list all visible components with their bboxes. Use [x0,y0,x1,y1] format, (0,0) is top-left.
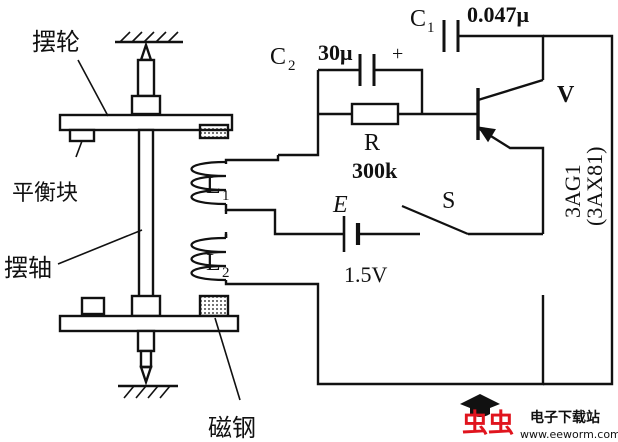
l1-coil [190,160,227,206]
lower-balance-wheel [58,314,240,333]
label-c1-value: 0.047μ [467,2,530,27]
lower-hub [130,294,162,318]
leader-lines [57,59,241,401]
label-c2: C [270,44,286,70]
left-vertical-wire [278,70,320,157]
label-l1: L [206,173,221,199]
label-balance-block: 平衡块 [12,181,78,206]
switch-blade [401,204,469,236]
circuit [190,20,614,386]
outer-right-wire [543,34,614,386]
shaft [137,128,155,318]
balance-mechanism [57,31,241,401]
label-r-value: 300k [352,158,398,183]
c2-right-wire [374,68,424,114]
watermark-url: www.eeworm.com [520,428,618,441]
lower-collar [136,329,156,353]
upper-hub [130,94,162,116]
transistor-emitter [477,126,545,234]
label-balance-wheel: 摆轮 [32,28,80,56]
label-e-value: 1.5V [344,262,388,287]
watermark-logo: 虫虫 [462,409,514,439]
balance-block [68,128,96,143]
top-pivot [139,41,153,62]
transistor-collector [477,78,544,102]
label-s: S [442,188,455,214]
lower-magnet [198,294,230,318]
label-e: E [332,192,348,218]
lower-neck [139,349,153,369]
label-transistor-model: 3AG1 [560,164,585,218]
c1-right-wire [458,34,545,80]
label-c1: C [410,6,426,32]
upper-collar [136,58,156,98]
bottom-pivot [139,365,153,386]
upper-magnet [198,123,230,140]
watermark-name: 电子下载站 [530,409,600,426]
label-c2-plus: + [392,43,403,65]
label-c1-sub: 1 [427,20,435,36]
label-c2-value: 30μ [318,40,353,65]
label-r: R [364,130,380,156]
l1-l2-junction-wire [224,204,285,236]
label-v: V [557,82,575,108]
bottom-mount-hatch [123,385,171,399]
label-l2: L [206,250,221,276]
resistor-r [350,102,400,126]
label-l1-sub: 1 [222,188,230,204]
label-l2-sub: 2 [222,265,230,281]
label-magnet: 磁钢 [208,414,256,442]
label-c2-sub: 2 [288,58,296,74]
top-mount-hatch [119,31,179,43]
l1-top-wire [224,155,280,164]
label-shaft: 摆轴 [4,254,52,282]
emitter-arrow [477,126,496,143]
lower-block [80,296,106,316]
label-transistor-alt: (3AX81) [582,147,607,226]
watermark: 虫虫 电子下载站 www.eeworm.com [460,394,618,441]
l2-bottom-wire [224,280,545,386]
l2-coil [190,236,227,282]
